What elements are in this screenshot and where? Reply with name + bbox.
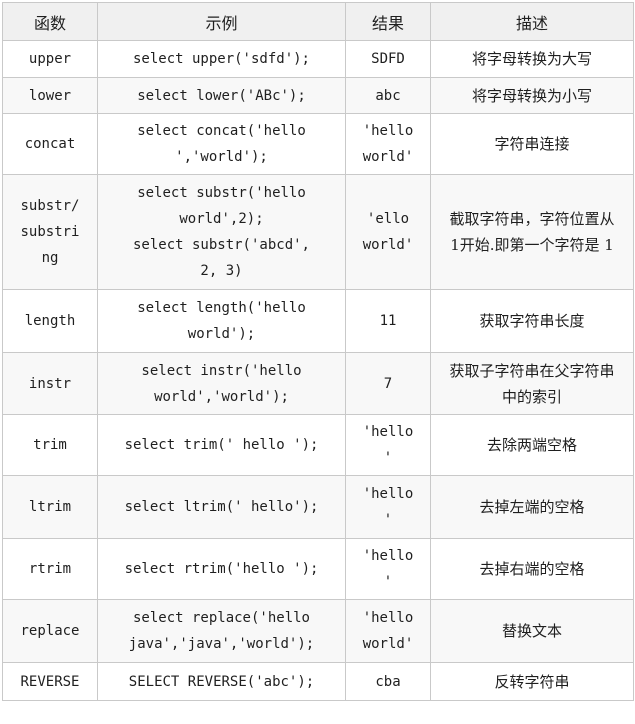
description-cell: 将字母转换为大写	[430, 40, 634, 78]
description-cell: 去掉左端的空格	[430, 475, 634, 539]
example-cell: select substr('hello world',2); select s…	[97, 174, 346, 290]
table-row: ltrim select ltrim(' hello'); 'hello ' 去…	[2, 475, 634, 539]
result-cell: 'hello '	[345, 538, 431, 600]
example-cell: select replace('hello java','java','worl…	[97, 599, 346, 663]
header-example: 示例	[97, 2, 346, 41]
table-row: substr/ substri ng select substr('hello …	[2, 174, 634, 290]
result-cell: 'ello world'	[345, 174, 431, 290]
function-cell: trim	[2, 414, 98, 476]
example-cell: select upper('sdfd');	[97, 40, 346, 78]
function-cell: replace	[2, 599, 98, 663]
example-cell: select lower('ABc');	[97, 77, 346, 114]
description-cell: 获取字符串长度	[430, 289, 634, 353]
header-description: 描述	[430, 2, 634, 41]
result-cell: 'hello world'	[345, 599, 431, 663]
table-row: REVERSE SELECT REVERSE('abc'); cba 反转字符串	[2, 662, 634, 701]
result-cell: 7	[345, 352, 431, 415]
table-row: instr select instr('hello world','world'…	[2, 352, 634, 415]
result-cell: 'hello world'	[345, 113, 431, 175]
table-row: length select length('hello world'); 11 …	[2, 289, 634, 353]
result-cell: 11	[345, 289, 431, 353]
table-row: replace select replace('hello java','jav…	[2, 599, 634, 663]
description-cell: 将字母转换为小写	[430, 77, 634, 114]
function-cell: rtrim	[2, 538, 98, 600]
result-cell: SDFD	[345, 40, 431, 78]
function-cell: ltrim	[2, 475, 98, 539]
function-cell: concat	[2, 113, 98, 175]
example-cell: select rtrim('hello ');	[97, 538, 346, 600]
header-function: 函数	[2, 2, 98, 41]
function-cell: length	[2, 289, 98, 353]
table-row: lower select lower('ABc'); abc 将字母转换为小写	[2, 77, 634, 114]
result-cell: abc	[345, 77, 431, 114]
example-cell: select trim(' hello ');	[97, 414, 346, 476]
table-row: trim select trim(' hello '); 'hello ' 去除…	[2, 414, 634, 476]
table-row: rtrim select rtrim('hello '); 'hello ' 去…	[2, 538, 634, 600]
function-cell: REVERSE	[2, 662, 98, 701]
sql-string-functions-table: 函数 示例 结果 描述 upper select upper('sdfd'); …	[2, 2, 634, 701]
function-cell: substr/ substri ng	[2, 174, 98, 290]
function-cell: instr	[2, 352, 98, 415]
table-row: concat select concat('hello ','world'); …	[2, 113, 634, 175]
example-cell: select length('hello world');	[97, 289, 346, 353]
result-cell: cba	[345, 662, 431, 701]
header-result: 结果	[345, 2, 431, 41]
example-cell: select concat('hello ','world');	[97, 113, 346, 175]
description-cell: 去除两端空格	[430, 414, 634, 476]
description-cell: 获取子字符串在父字符串 中的索引	[430, 352, 634, 415]
function-cell: lower	[2, 77, 98, 114]
table-row: upper select upper('sdfd'); SDFD 将字母转换为大…	[2, 40, 634, 78]
function-cell: upper	[2, 40, 98, 78]
table-header-row: 函数 示例 结果 描述	[2, 2, 634, 41]
example-cell: select ltrim(' hello');	[97, 475, 346, 539]
description-cell: 去掉右端的空格	[430, 538, 634, 600]
result-cell: 'hello '	[345, 414, 431, 476]
description-cell: 字符串连接	[430, 113, 634, 175]
result-cell: 'hello '	[345, 475, 431, 539]
description-cell: 替换文本	[430, 599, 634, 663]
example-cell: select instr('hello world','world');	[97, 352, 346, 415]
example-cell: SELECT REVERSE('abc');	[97, 662, 346, 701]
description-cell: 反转字符串	[430, 662, 634, 701]
description-cell: 截取字符串，字符位置从 1开始.即第一个字符是 1	[430, 174, 634, 290]
